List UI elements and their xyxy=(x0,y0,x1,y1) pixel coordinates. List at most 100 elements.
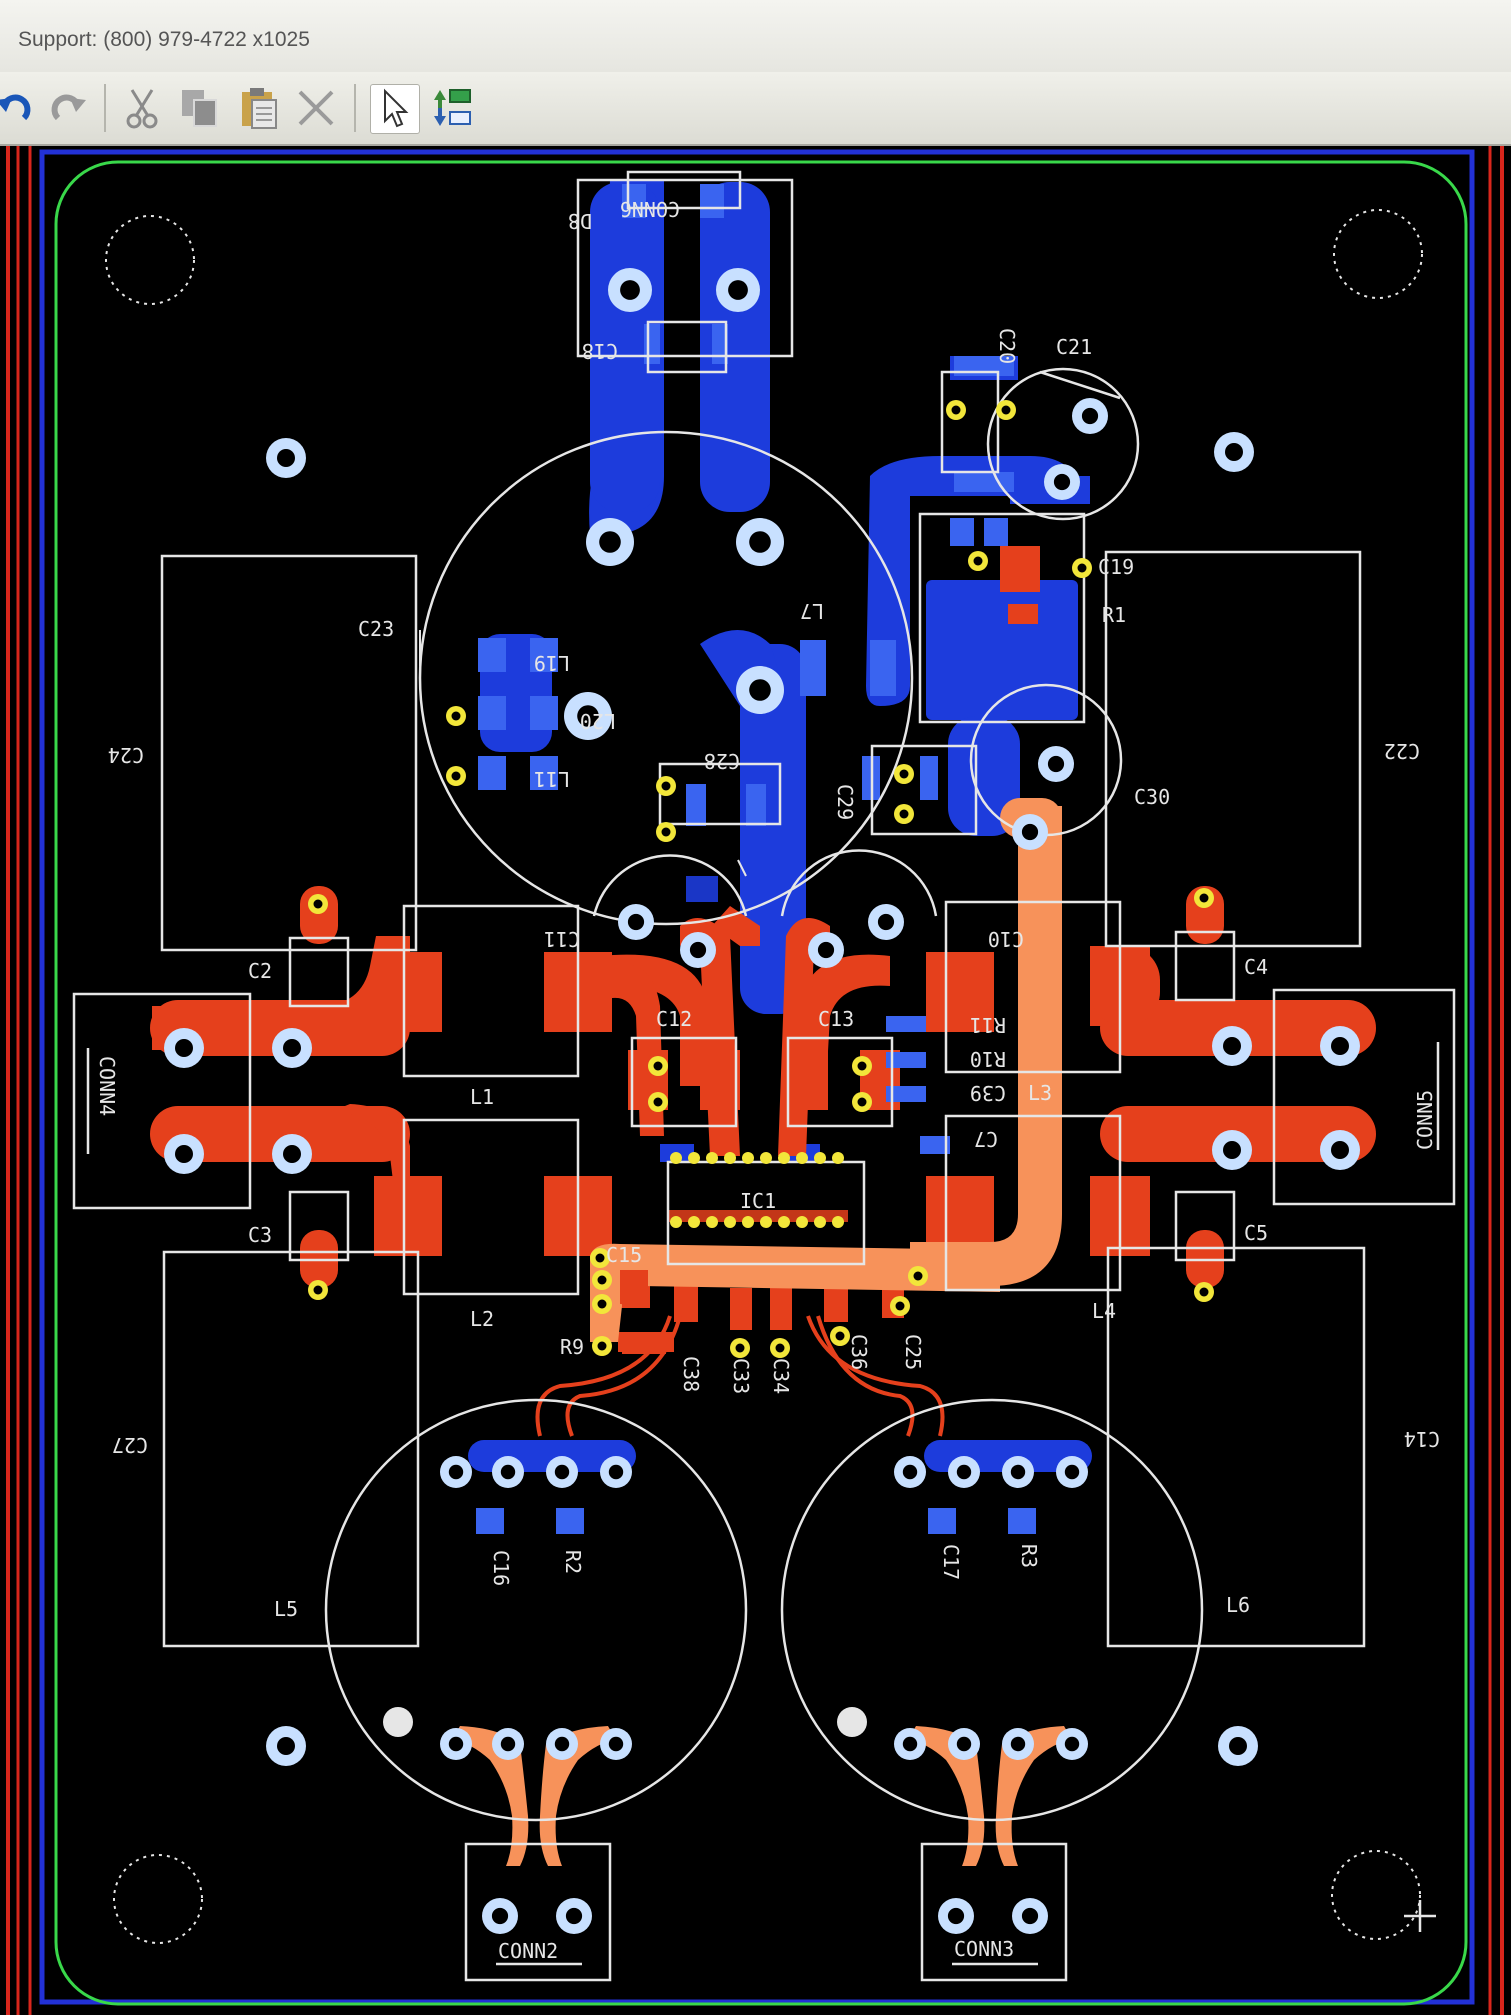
drill-hole xyxy=(877,913,895,931)
label-l7: L7 xyxy=(800,599,824,623)
label-c11: C11 xyxy=(544,927,580,951)
drill-hole xyxy=(1053,473,1071,491)
via-hole xyxy=(653,1097,663,1107)
drill-hole xyxy=(902,1736,918,1752)
toolbar-separator xyxy=(104,84,106,132)
label-c38: C38 xyxy=(679,1356,703,1392)
silkscreen-details xyxy=(419,630,747,877)
via-hole xyxy=(835,1331,845,1341)
label-r10: R10 xyxy=(970,1047,1006,1071)
label-c16: C16 xyxy=(489,1550,513,1586)
drill-hole xyxy=(956,1736,972,1752)
drill-hole xyxy=(620,280,640,300)
drill-hole xyxy=(277,449,295,467)
copy-icon xyxy=(182,90,217,127)
via-hole xyxy=(1001,405,1011,415)
label-c12: C12 xyxy=(656,1007,692,1031)
drill-hole xyxy=(1064,1464,1080,1480)
via-hole xyxy=(735,1343,745,1353)
via-hole xyxy=(775,1343,785,1353)
ic-via xyxy=(796,1216,808,1228)
label-c22: C22 xyxy=(1384,739,1420,763)
cut-button[interactable] xyxy=(118,84,166,132)
ic-via xyxy=(796,1152,808,1164)
ic-via xyxy=(760,1152,772,1164)
swap-tool-button[interactable] xyxy=(428,84,476,132)
via-hole xyxy=(1199,893,1209,903)
label-c39: C39 xyxy=(970,1081,1006,1105)
drill-hole xyxy=(283,1145,301,1163)
drill-hole xyxy=(1229,1737,1247,1755)
ic-via xyxy=(670,1152,682,1164)
fiducial xyxy=(383,1707,413,1737)
swap-icon xyxy=(434,89,471,126)
via-hole xyxy=(857,1097,867,1107)
pcb-canvas[interactable]: CONN6 D8 C18 C20 C21 C19 R1 C23 L7 L19 L… xyxy=(0,146,1511,2015)
label-c29: C29 xyxy=(833,784,857,820)
via-hole xyxy=(597,1275,607,1285)
drill-hole xyxy=(554,1736,570,1752)
label-c15: C15 xyxy=(606,1243,642,1267)
ic-via xyxy=(706,1216,718,1228)
drill-hole xyxy=(608,1736,624,1752)
label-r2: R2 xyxy=(561,1550,585,1574)
ic-via xyxy=(724,1152,736,1164)
label-l6: L6 xyxy=(1226,1593,1250,1617)
label-l11: L11 xyxy=(534,767,570,791)
paste-button[interactable] xyxy=(234,84,282,132)
redo-button[interactable] xyxy=(42,84,90,132)
drill-hole xyxy=(1331,1141,1349,1159)
drill-hole xyxy=(817,941,835,959)
label-l3: L3 xyxy=(1028,1081,1052,1105)
mounting-hole-outlines xyxy=(105,209,1423,1944)
label-c30: C30 xyxy=(1134,785,1170,809)
ic-via xyxy=(724,1216,736,1228)
label-l20: L20 xyxy=(580,709,616,733)
via-hole xyxy=(313,1285,323,1295)
via-hole xyxy=(899,769,909,779)
undo-button[interactable] xyxy=(0,84,40,132)
via-hole xyxy=(451,711,461,721)
copy-button[interactable] xyxy=(176,84,224,132)
drill-hole xyxy=(1225,443,1243,461)
drill-hole xyxy=(1047,755,1065,773)
drill-hole xyxy=(1081,407,1099,425)
drill-hole xyxy=(565,1907,583,1925)
label-c7: C7 xyxy=(974,1127,998,1151)
label-c23: C23 xyxy=(358,617,394,641)
label-c27: C27 xyxy=(112,1433,148,1457)
via-hole xyxy=(597,1299,607,1309)
drill-hole xyxy=(689,941,707,959)
pcb-board[interactable]: CONN6 D8 C18 C20 C21 C19 R1 C23 L7 L19 L… xyxy=(0,146,1511,2015)
via-hole xyxy=(951,405,961,415)
label-c18: C18 xyxy=(582,339,618,363)
select-tool-button[interactable] xyxy=(370,84,420,134)
label-c28: C28 xyxy=(704,749,740,773)
label-conn5: CONN5 xyxy=(1413,1090,1437,1150)
drill-hole xyxy=(1010,1736,1026,1752)
label-r1: R1 xyxy=(1102,603,1126,627)
delete-button[interactable] xyxy=(292,84,340,132)
via-hole xyxy=(661,827,671,837)
clipboard-icon xyxy=(242,88,277,129)
label-l5: L5 xyxy=(274,1597,298,1621)
drill-hole xyxy=(577,705,599,727)
label-ic1: IC1 xyxy=(740,1189,776,1213)
drill-hole xyxy=(956,1464,972,1480)
silkscreen-labels: CONN6 D8 C18 C20 C21 C19 R1 C23 L7 L19 L… xyxy=(95,197,1440,1963)
ic-via xyxy=(688,1152,700,1164)
label-c19: C19 xyxy=(1098,555,1134,579)
label-r9: R9 xyxy=(560,1335,584,1359)
drill-hole xyxy=(749,531,771,553)
via-hole xyxy=(313,899,323,909)
drill-hole xyxy=(627,913,645,931)
label-d8: D8 xyxy=(568,209,592,233)
drill-hole xyxy=(500,1736,516,1752)
via-hole xyxy=(899,809,909,819)
via-hole xyxy=(597,1341,607,1351)
label-c2: C2 xyxy=(248,959,272,983)
via-hole xyxy=(895,1301,905,1311)
via-hole xyxy=(973,556,983,566)
drill-hole xyxy=(599,531,621,553)
drill-hole xyxy=(1021,823,1039,841)
